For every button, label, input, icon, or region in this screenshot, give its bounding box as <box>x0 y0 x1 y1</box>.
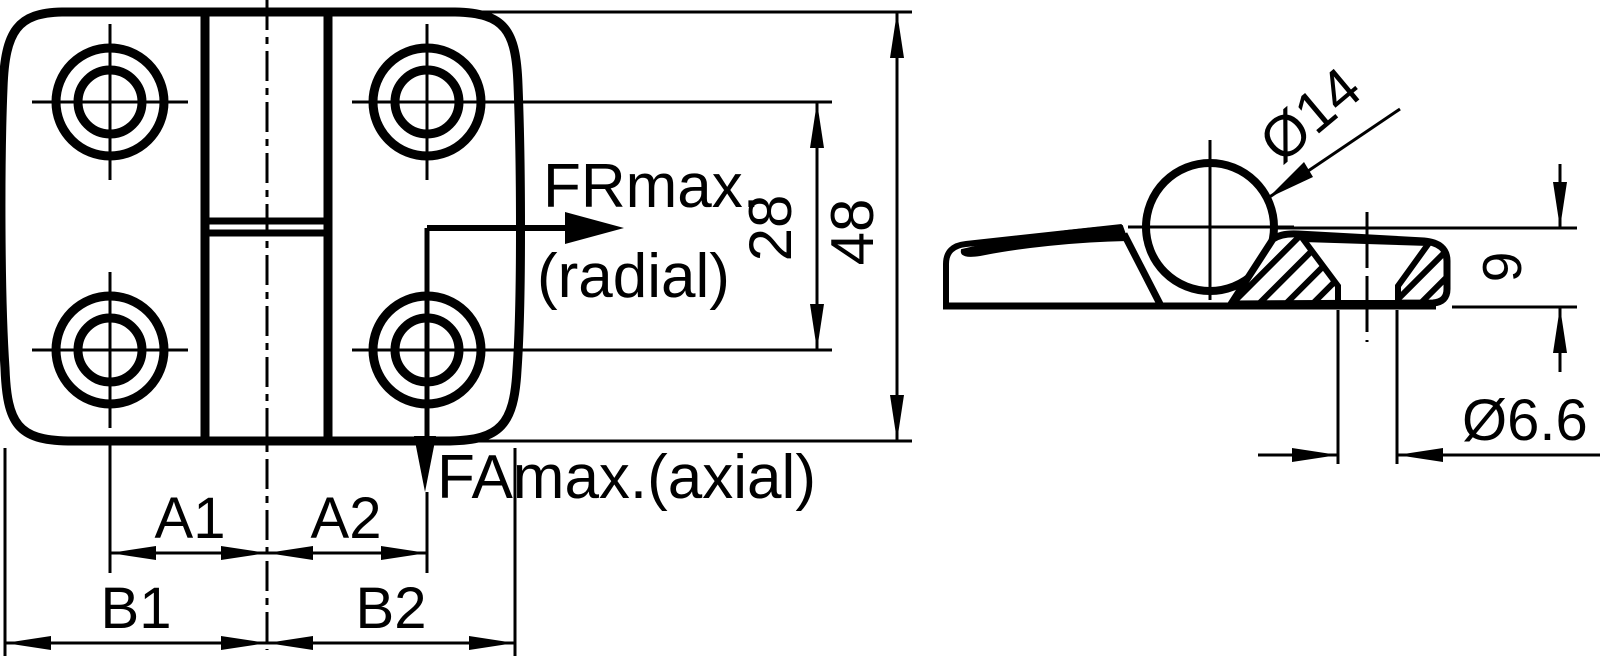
hinge-body-outline <box>0 7 525 446</box>
dimension-dia14: Ø14 <box>1248 55 1401 200</box>
label-force-radial-qualifier: (radial) <box>537 242 730 311</box>
dimension-48: 48 <box>819 12 904 441</box>
dimension-b-row: B1 B2 <box>5 576 515 650</box>
dimension-a-row: A1 A2 <box>110 486 427 560</box>
extension-lines-front <box>3 10 912 656</box>
dim-a2-text: A2 <box>311 486 382 551</box>
dimension-9: 9 <box>1275 164 1577 372</box>
dimension-28: 28 <box>737 102 824 350</box>
dim-b1-text: B1 <box>101 576 172 641</box>
dim-a1-text: A1 <box>155 486 226 551</box>
label-force-axial: FAmax.(axial) <box>437 443 816 512</box>
hinge-front-view: 28 48 A1 A2 B1 B2 <box>0 0 912 656</box>
axial-force-arrow <box>414 436 436 573</box>
dimension-dia66: Ø6.6 <box>1258 310 1600 464</box>
side-left-leaf-top-band <box>960 224 1129 257</box>
dim-28-text: 28 <box>737 195 804 262</box>
dim-b2-text: B2 <box>356 576 427 641</box>
side-left-leaf <box>943 224 1164 306</box>
dim-dia66-text: Ø6.6 <box>1462 388 1588 453</box>
label-force-radial: FRmax. <box>543 152 760 221</box>
dim-9-text: 9 <box>1471 252 1533 283</box>
mounting-hole-bottom-left <box>32 272 188 428</box>
dim-48-text: 48 <box>819 199 886 266</box>
radial-force-arrow <box>424 212 624 438</box>
hinge-side-view: Ø14 9 Ø6.6 <box>943 55 1600 464</box>
mounting-hole-top-left <box>32 24 188 180</box>
countersunk-hole-section <box>1296 235 1435 306</box>
dim-dia14-text: Ø14 <box>1248 55 1374 175</box>
